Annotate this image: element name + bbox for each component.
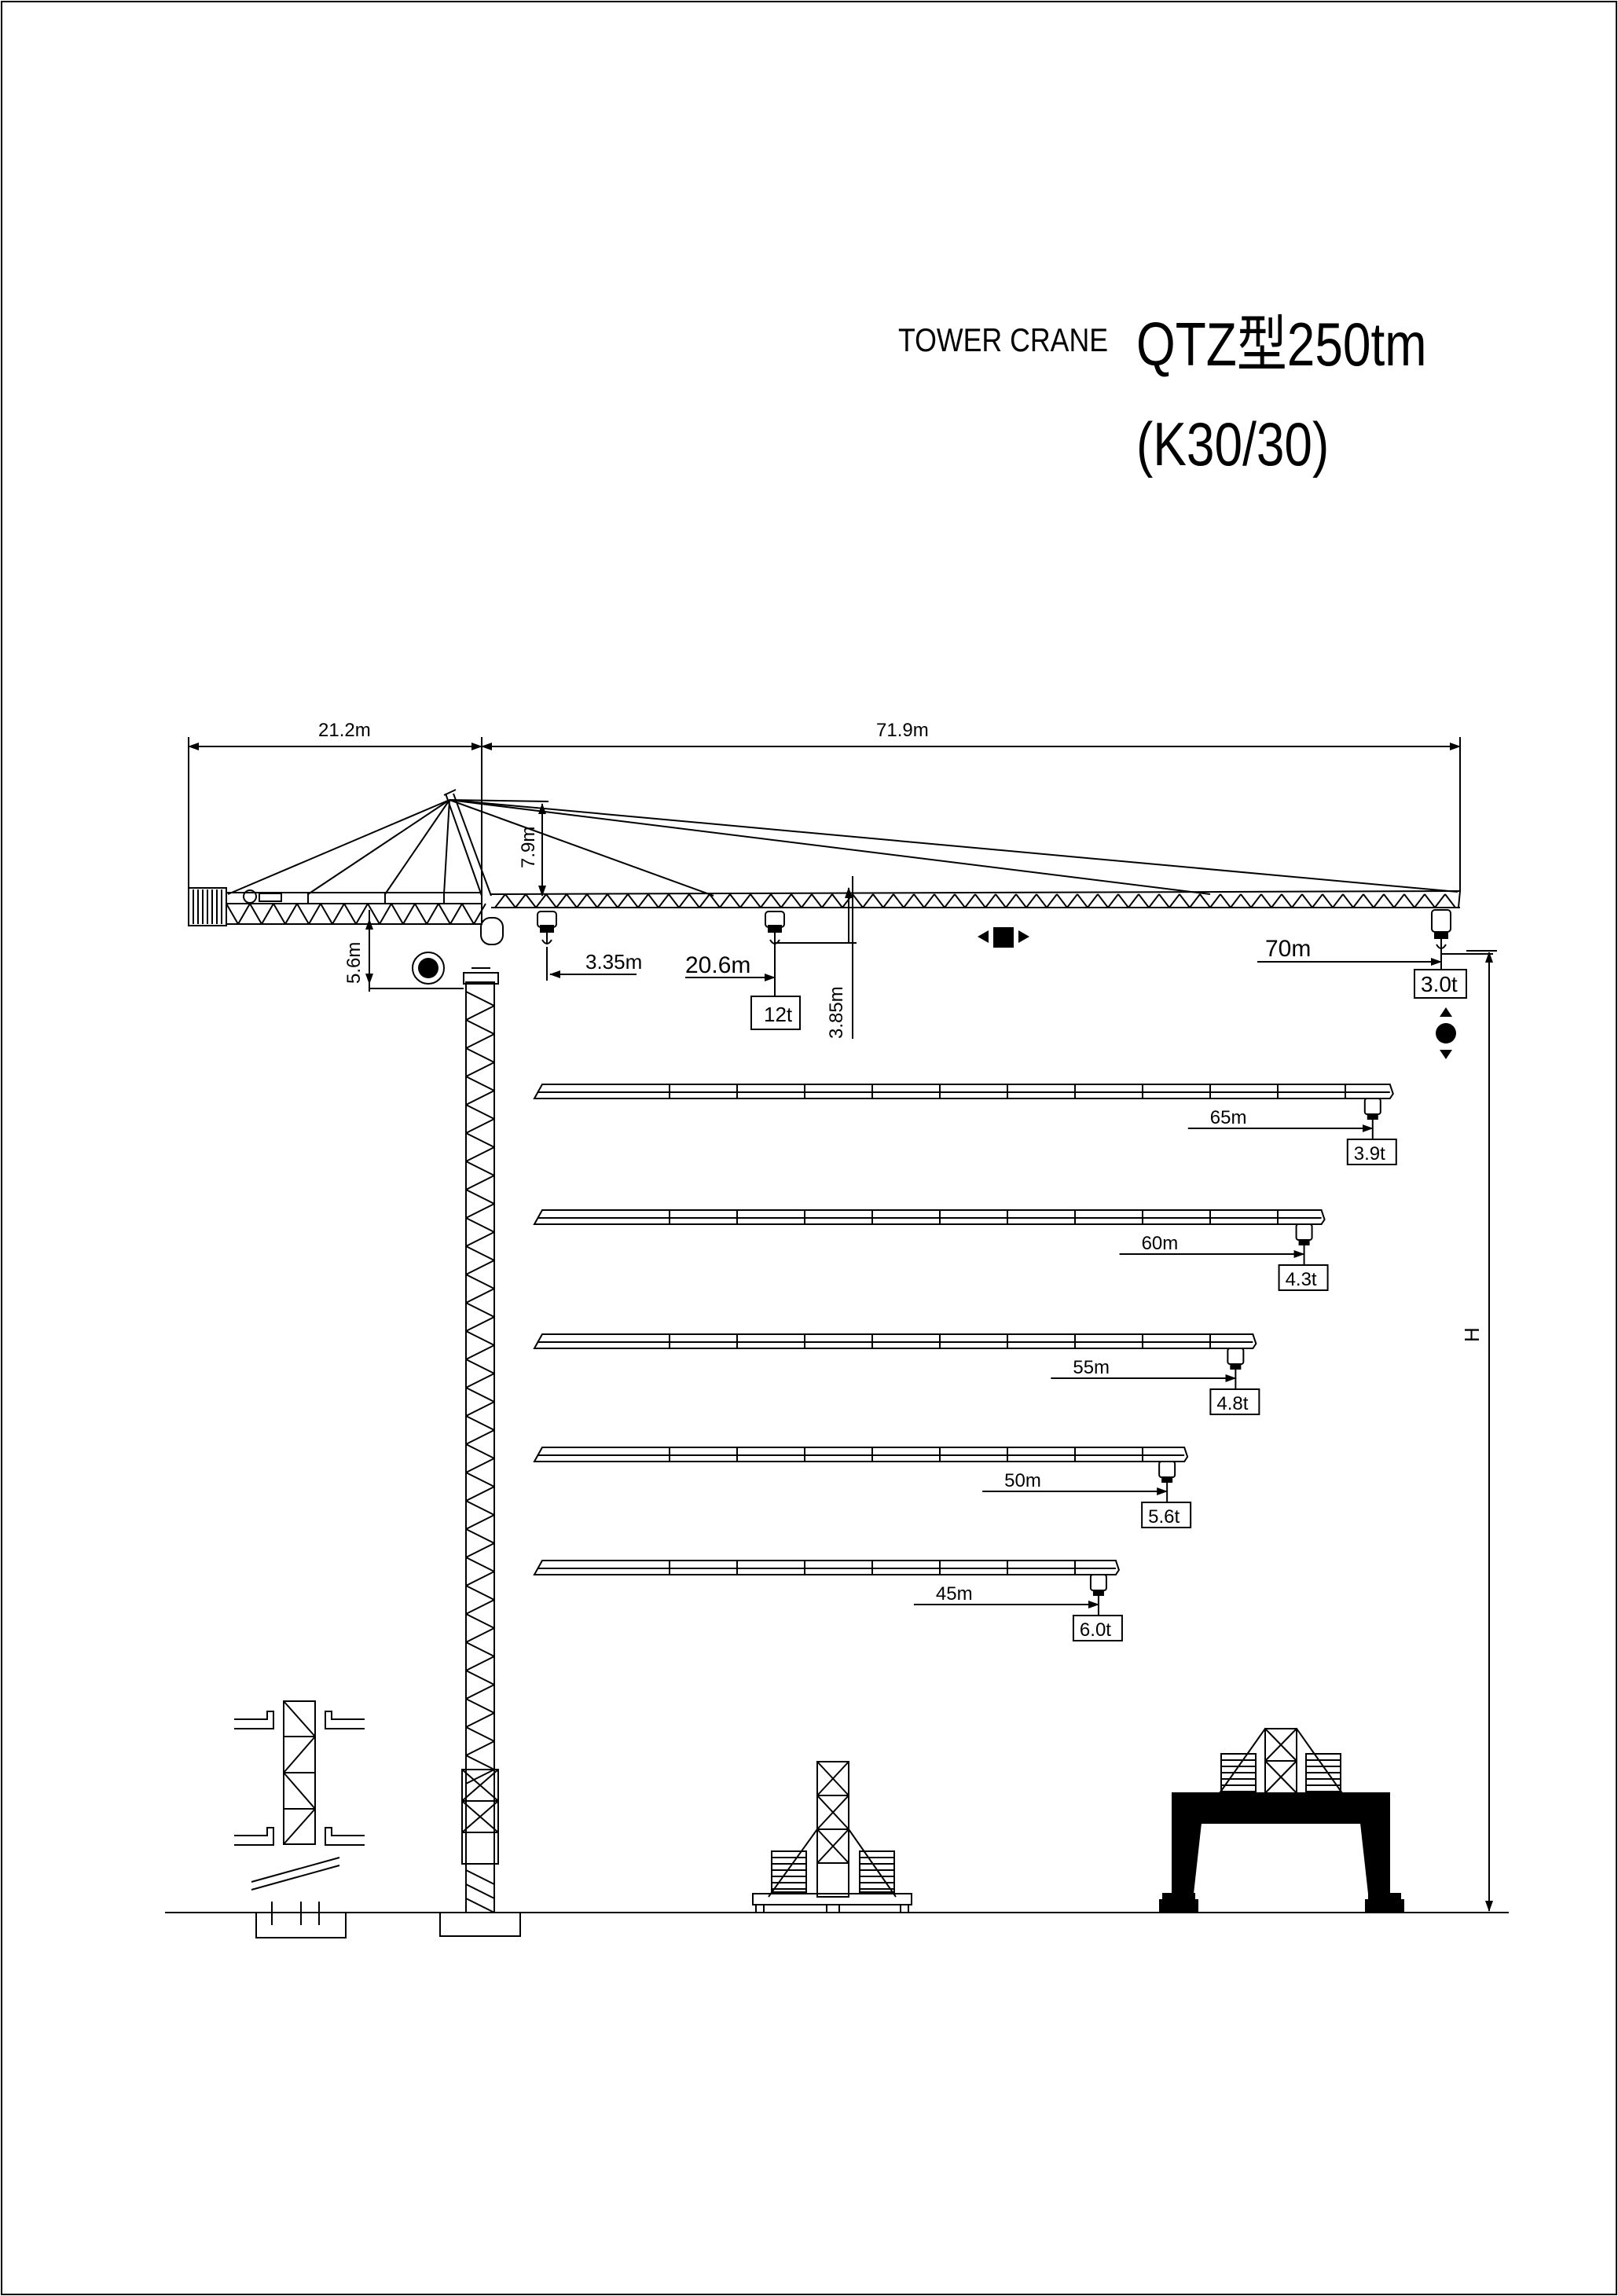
height-dimension — [1466, 950, 1497, 1912]
crane-head — [188, 789, 1461, 992]
variant-jib-outline — [533, 1560, 1121, 1575]
dim-trolley-drop: 3.85m — [826, 986, 847, 1039]
overall-dimension — [188, 737, 1461, 896]
variant-radius-45: 45m — [936, 1583, 973, 1605]
variant-jib-outline — [533, 1084, 1394, 1099]
variant-trolley — [1227, 1348, 1245, 1365]
mobile-chassis — [752, 1761, 912, 1913]
dim-top-height: 7.9m — [518, 827, 539, 868]
max-load-value: 12t — [764, 1003, 793, 1026]
variant-load-box — [1278, 1264, 1329, 1291]
variant-load-box — [1346, 1139, 1397, 1165]
jib-variant-50 — [533, 1447, 1192, 1528]
title-subtitle: TOWER CRANE — [898, 322, 1108, 358]
slewing-icon — [412, 952, 445, 985]
variant-load-box — [1141, 1502, 1192, 1528]
variant-jib-outline — [533, 1333, 1257, 1349]
mast-foundation — [439, 1912, 521, 1937]
variant-trolley — [1158, 1461, 1176, 1478]
variant-radius-60: 60m — [1142, 1233, 1179, 1254]
title-model: QTZ型250tm — [1136, 310, 1427, 379]
mast-section-detail — [234, 1700, 365, 1938]
operator-cab — [480, 917, 504, 945]
hoisting-icon — [1436, 1007, 1456, 1059]
jib-variant-55 — [533, 1333, 1260, 1415]
dim-height-label: H — [1460, 1327, 1484, 1342]
title-model-code: (K30/30) — [1136, 410, 1329, 479]
dim-max-load-radius: 20.6m — [685, 952, 750, 978]
tip-load: 3.0t — [1421, 972, 1458, 996]
variant-jib-outline — [533, 1209, 1326, 1225]
jib-variant-45 — [533, 1560, 1123, 1641]
dim-min-radius: 3.35m — [585, 950, 642, 974]
counter-jib — [226, 892, 482, 925]
dim-slewing-height: 5.6m — [343, 942, 365, 984]
variant-radius-50: 50m — [1004, 1470, 1041, 1491]
variant-load-box — [1072, 1615, 1123, 1641]
tip-radius: 70m — [1265, 936, 1311, 962]
trolley-tip — [1257, 909, 1493, 999]
variant-load-60: 4.3t — [1286, 1269, 1317, 1290]
jib-variants: 65m 3.9t 60m 4.3t 55m 4.8t 50m 5.6t 45m 6.0t — [533, 1084, 1397, 1641]
variant-trolley — [1089, 1574, 1107, 1591]
variant-radius-55: 55m — [1073, 1357, 1110, 1378]
variant-trolley — [1295, 1223, 1313, 1241]
dim-jib: 71.9m — [876, 720, 929, 741]
tower-mast — [439, 981, 521, 1937]
trolley-travel-icon — [978, 927, 1029, 948]
variant-load-65: 3.9t — [1354, 1143, 1385, 1165]
jib-variant-60 — [533, 1209, 1329, 1291]
variant-load-55: 4.8t — [1216, 1393, 1248, 1414]
trolley-12t — [685, 876, 857, 1039]
portal-gantry — [1159, 1728, 1404, 1913]
winch-drum — [243, 889, 257, 904]
climbing-frame — [461, 1769, 499, 1865]
jib-variant-65 — [533, 1084, 1397, 1165]
variant-load-50: 5.6t — [1148, 1506, 1180, 1528]
dim-counter-jib: 21.2m — [318, 720, 371, 741]
variant-jib-outline — [533, 1447, 1189, 1462]
variant-radius-65: 65m — [1210, 1107, 1247, 1128]
variant-load-45: 6.0t — [1080, 1619, 1111, 1641]
variant-load-box — [1209, 1388, 1260, 1415]
trolley-min — [537, 911, 637, 981]
variant-trolley — [1363, 1098, 1381, 1115]
